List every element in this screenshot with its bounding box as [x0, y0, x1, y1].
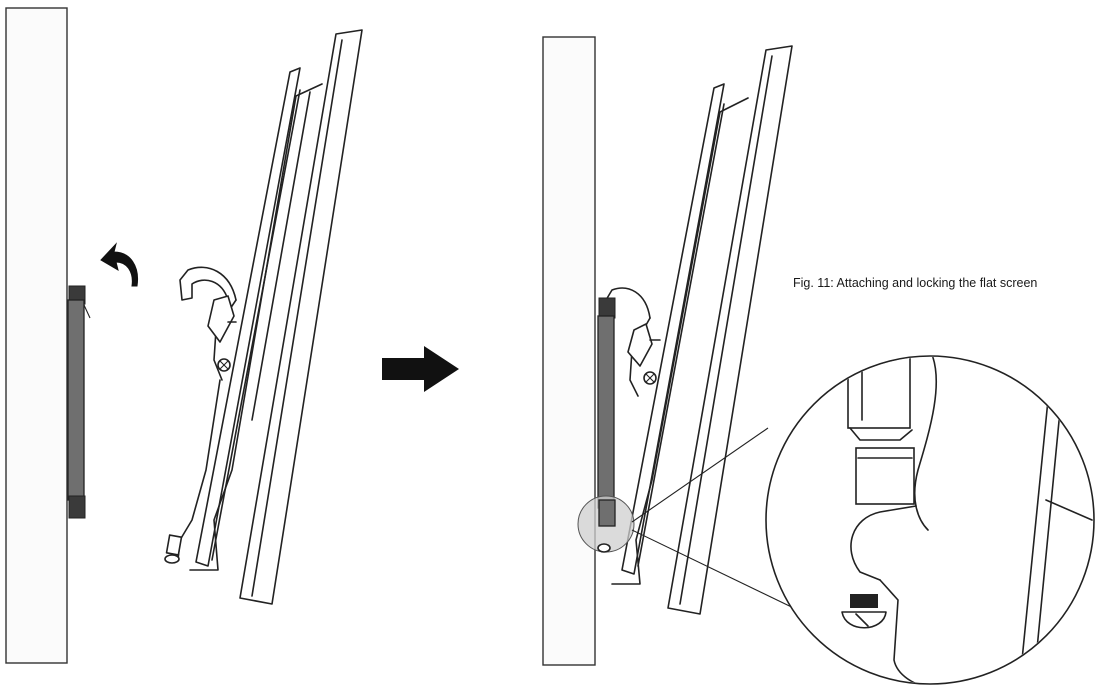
wall-right [542, 36, 596, 666]
flat-screen-left [164, 29, 363, 605]
curved-arrow-icon [100, 242, 139, 287]
right-arrow-icon [382, 346, 459, 392]
wall-left [5, 7, 68, 664]
wall-rail-left [67, 285, 91, 519]
scene-before [5, 7, 363, 664]
screw-icon [217, 358, 231, 372]
figure-caption: Fig. 11: Attaching and locking the flat … [793, 276, 1038, 290]
magnified-detail [765, 355, 1095, 685]
flat-screen-right [605, 45, 793, 615]
wall-rail-right [597, 297, 616, 527]
lock-latch [207, 295, 235, 343]
lock-latch-right [627, 323, 653, 367]
scene-after [542, 36, 1095, 685]
